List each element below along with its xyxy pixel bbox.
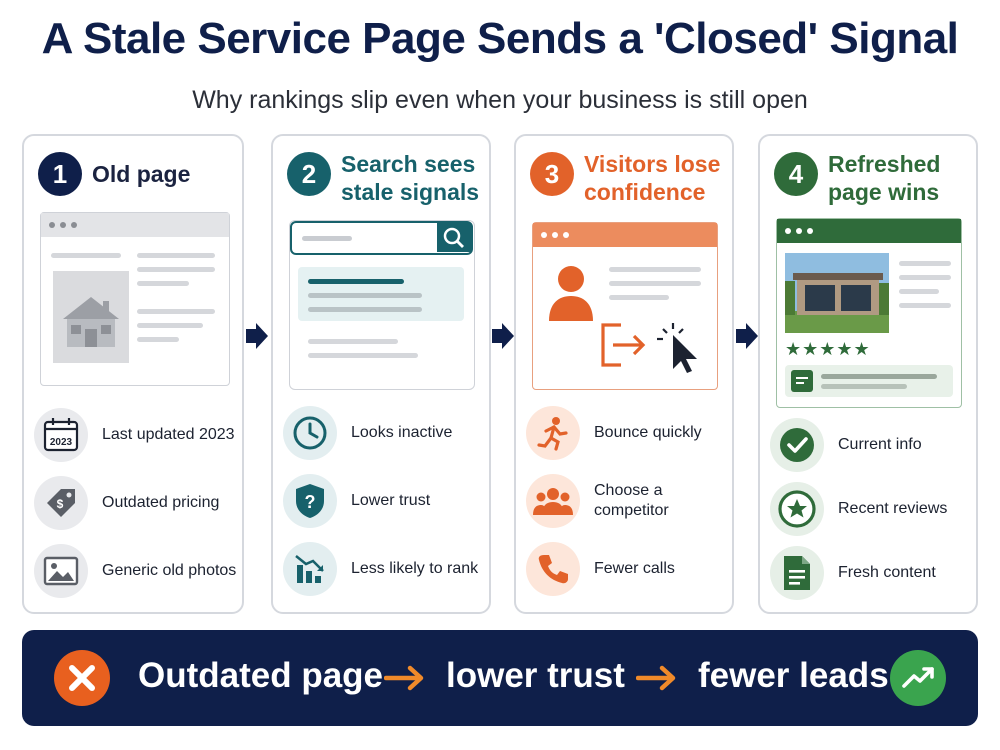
star-badge-icon [770,482,824,536]
search-results-mockup [289,220,475,390]
orange-arrow-icon [384,665,424,691]
item-label: Fresh content [838,564,936,581]
list-item: Fresh content [770,546,936,600]
group-icon [526,474,580,528]
old-page-mockup [40,212,230,386]
orange-arrow-icon [636,665,676,691]
step-card-2: 2 Search sees stale signals Looks inacti… [271,134,491,614]
svg-text:?: ? [305,492,316,512]
calendar-icon: 2023 [34,408,88,462]
item-label: Less likely to rank [351,560,479,577]
item-label: Generic old photos [102,562,237,579]
house-icon [63,297,119,347]
banner-step-trust: lower trust [446,656,625,695]
item-label: Choose a competitor [594,482,669,519]
banner-step-leads: fewer leads [698,656,889,695]
cursor-icon [653,321,705,382]
house-photo [53,271,129,363]
item-label: Current info [838,436,922,453]
list-item: 2023 Last updated 2023 [34,408,235,462]
list-item: ? Lower trust [283,474,430,528]
phone-icon [526,542,580,596]
document-icon [770,546,824,600]
chart-down-icon [283,542,337,596]
step-title: Visitors lose confidence [584,151,721,205]
step-number-badge: 2 [287,152,331,196]
building-photo [785,253,889,333]
search-bar [290,221,473,255]
exit-door-icon [599,321,653,374]
content-card [785,365,953,397]
item-label: Lower trust [351,492,431,509]
step-card-3: 3 Visitors lose confidence Bounce quickl… [514,134,734,614]
clock-icon [283,406,337,460]
step-card-4: 4 Refreshed page wins ★★★★★ [758,134,978,614]
search-icon [437,223,471,252]
item-label: Last updated 2023 [102,426,235,443]
step-title: Search sees stale signals [341,151,480,205]
refreshed-page-mockup: ★★★★★ [776,218,962,408]
check-icon [770,418,824,472]
x-circle-icon [54,650,110,706]
list-item: $ Outdated pricing [34,476,219,530]
visitor-leaving-mockup [532,222,718,390]
svg-text:$: $ [57,497,64,511]
page-title: A Stale Service Page Sends a 'Closed' Si… [41,14,959,63]
document-small-icon [791,370,813,392]
step-title: Old page [92,161,191,187]
list-item: Fewer calls [526,542,675,596]
trend-up-icon [890,650,946,706]
step-title: Refreshed page wins [828,151,941,205]
list-item: Less likely to rank [283,542,478,596]
visitor-avatar-icon [547,263,595,328]
list-item: Current info [770,418,922,472]
list-item: Looks inactive [283,406,452,460]
list-item: Recent reviews [770,482,947,536]
flow-arrow-icon [492,323,514,349]
running-person-icon [526,406,580,460]
banner-step-outdated: Outdated page [138,656,384,695]
item-label: Recent reviews [838,500,948,517]
list-item: Bounce quickly [526,406,702,460]
step-card-1: 1 Old page [22,134,244,614]
shield-question-icon: ? [283,474,337,528]
item-label: Fewer calls [594,560,675,577]
item-label: Outdated pricing [102,494,220,511]
flow-arrow-icon [736,323,758,349]
svg-text:2023: 2023 [50,437,73,448]
page-subtitle: Why rankings slip even when your busines… [192,86,808,114]
price-tag-icon: $ [34,476,88,530]
flow-arrow-icon [246,323,268,349]
image-icon [34,544,88,598]
step-number-badge: 1 [38,152,82,196]
list-item: Choose a competitor [526,474,690,528]
step-number-badge: 4 [774,152,818,196]
rating-stars: ★★★★★ [785,339,871,359]
item-label: Looks inactive [351,424,453,441]
item-label: Bounce quickly [594,424,702,441]
step-number-badge: 3 [530,152,574,196]
list-item: Generic old photos [34,544,236,598]
summary-banner: Outdated page lower trust fewer leads [22,630,978,726]
